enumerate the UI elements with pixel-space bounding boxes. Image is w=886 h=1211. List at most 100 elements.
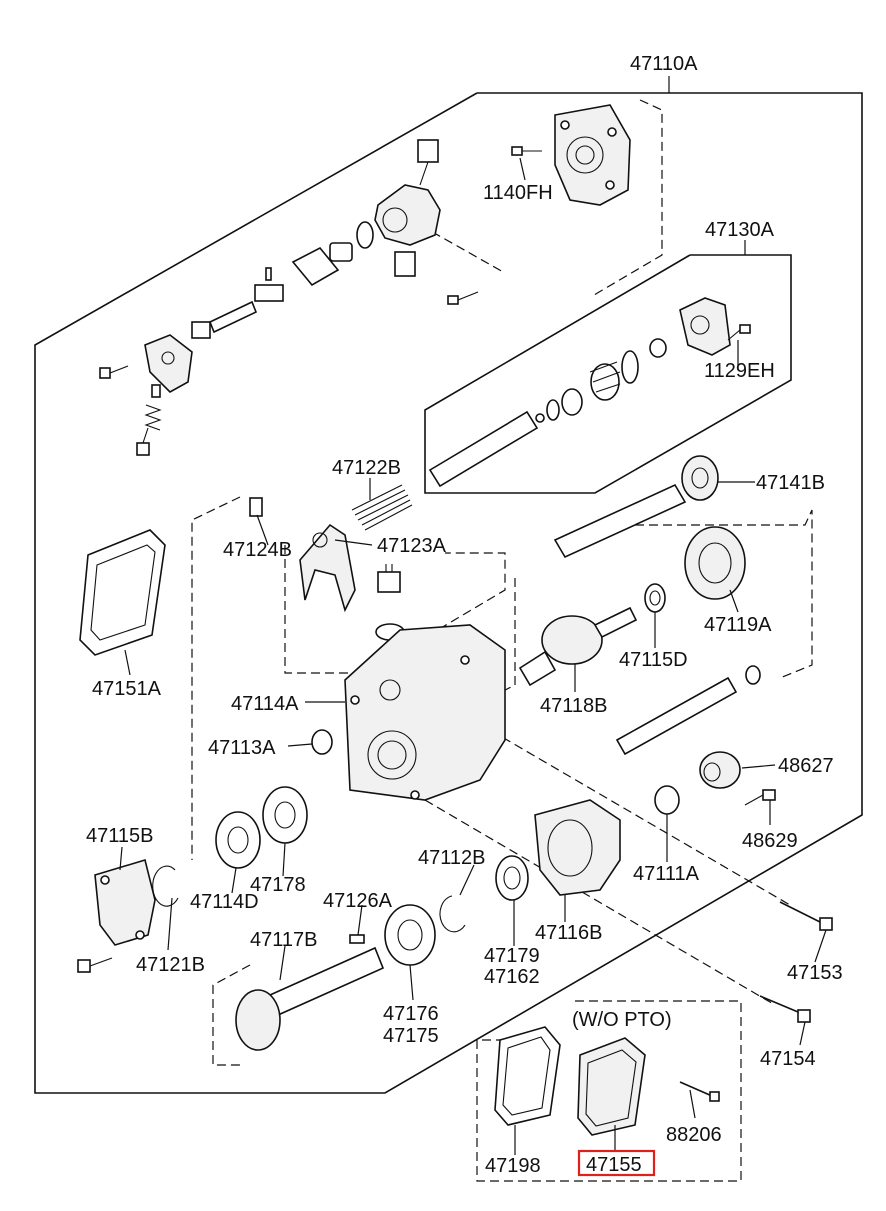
plug-top xyxy=(329,242,353,262)
seal-47179 xyxy=(495,855,529,901)
leader-lines xyxy=(119,157,827,1155)
subassembly-frame-47130A xyxy=(424,254,792,494)
gasket-47151A xyxy=(79,529,166,656)
seal-47111A xyxy=(654,785,680,815)
pin-top xyxy=(265,267,272,281)
label-47123A: 47123A xyxy=(377,535,447,557)
dashed-axis-3 xyxy=(424,799,776,1006)
nut-rod xyxy=(649,338,667,358)
bearing-47114D xyxy=(215,811,261,869)
housing-47114A xyxy=(344,624,506,801)
label-47110A: 47110A xyxy=(630,53,698,75)
label-1140FH: 1140FH xyxy=(483,182,553,204)
dashed-group-shaft xyxy=(635,509,813,679)
label-47178: 47178 xyxy=(250,874,306,896)
bolt-88206 xyxy=(679,1081,720,1102)
sleeve-top xyxy=(291,246,340,287)
bolt-1140FH xyxy=(511,146,542,156)
o-ring-top xyxy=(356,221,374,249)
bolt-47115B xyxy=(77,957,113,973)
bearing-47178 xyxy=(262,786,308,844)
label-47162: 47162 xyxy=(484,966,540,988)
bolt-left-top xyxy=(99,365,129,379)
bolt-1129EH xyxy=(727,324,751,341)
shaft-link-top xyxy=(254,284,284,302)
assembly-frame-47110A xyxy=(34,92,863,1094)
gear-47141B xyxy=(681,455,719,501)
label-47114D: 47114D xyxy=(190,891,259,913)
label-47117B: 47117B xyxy=(250,929,317,951)
dashed-group-fork xyxy=(284,545,506,674)
spring-lever xyxy=(144,404,162,431)
shaft-47117B xyxy=(235,946,385,1051)
label-47113A: 47113A xyxy=(208,737,276,759)
shift-valve-body xyxy=(374,139,441,277)
bearing-47115D xyxy=(644,583,666,613)
coupling-47176 xyxy=(384,904,436,966)
collar-48627 xyxy=(699,751,741,789)
rear-housing-47116B xyxy=(534,799,621,896)
dashed-box-wo-pto xyxy=(476,1000,742,1182)
snap-ring-47112B xyxy=(439,895,466,933)
label-47198: 47198 xyxy=(485,1155,541,1177)
dashed-group-bottom-left xyxy=(212,964,251,1066)
label-47130A: 47130A xyxy=(705,219,775,241)
label-47126A: 47126A xyxy=(323,890,393,912)
collar-top xyxy=(191,321,211,339)
label-47124B: 47124B xyxy=(223,539,292,561)
shaft-47141B-long xyxy=(553,483,687,559)
label-47153: 47153 xyxy=(787,962,843,984)
rod-top xyxy=(208,300,258,334)
label-48627: 48627 xyxy=(778,755,834,777)
label-47119A: 47119A xyxy=(704,614,772,636)
highlight-box-47155[interactable] xyxy=(577,1149,656,1177)
label-47118B: 47118B xyxy=(540,695,607,717)
shift-rod-long xyxy=(428,410,539,488)
label-47154: 47154 xyxy=(760,1048,816,1070)
bolt-lever-bottom xyxy=(136,427,150,456)
spring-47122B xyxy=(351,484,413,531)
small-ball-rod xyxy=(535,413,545,423)
cover-47155 xyxy=(577,1037,646,1136)
o-ring-rod xyxy=(621,350,639,384)
label-47114A: 47114A xyxy=(231,693,299,715)
label-47155[interactable]: 47155 xyxy=(586,1154,642,1176)
bolt-center-top xyxy=(447,291,479,305)
collar-rod xyxy=(546,399,560,421)
label-88206: 88206 xyxy=(666,1124,722,1146)
label-47115B: 47115B xyxy=(86,825,153,847)
label-47175: 47175 xyxy=(383,1025,439,1047)
label-1129EH: 1129EH xyxy=(704,360,775,382)
plug-47113A xyxy=(311,729,333,755)
snap-ring-47121B xyxy=(152,865,179,907)
gear-shaft-47118B xyxy=(518,606,638,687)
cover-plate-1140FH xyxy=(554,104,631,206)
label-47115D: 47115D xyxy=(619,649,688,671)
lever-bracket xyxy=(144,334,193,393)
bolt-47153 xyxy=(779,901,833,931)
gasket-47198 xyxy=(494,1026,561,1126)
dashed-group-left xyxy=(191,496,241,860)
ring-rod xyxy=(561,388,583,416)
label-47121B: 47121B xyxy=(136,954,205,976)
label-47111A: 47111A xyxy=(633,863,700,885)
label-48629: 48629 xyxy=(742,830,798,852)
gear-47119A xyxy=(684,526,746,600)
label-47122B: 47122B xyxy=(332,457,401,479)
key-47126A xyxy=(349,934,365,944)
pin-lever xyxy=(151,384,161,398)
shift-fork-47123A xyxy=(299,523,356,613)
label-47116B: 47116B xyxy=(535,922,602,944)
label-47151A: 47151A xyxy=(92,678,162,700)
detent-47124B xyxy=(249,497,263,517)
label-47112B: 47112B xyxy=(418,847,485,869)
switch-sensor xyxy=(377,564,401,593)
label-47141B: 47141B xyxy=(756,472,825,494)
label-47176: 47176 xyxy=(383,1003,439,1025)
flange-housing-1129EH xyxy=(679,297,731,356)
shaft-right-lower xyxy=(615,665,761,756)
label-wo-pto: (W/O PTO) xyxy=(572,1009,672,1031)
cover-47115B xyxy=(94,858,156,946)
bolt-48629 xyxy=(744,789,776,806)
